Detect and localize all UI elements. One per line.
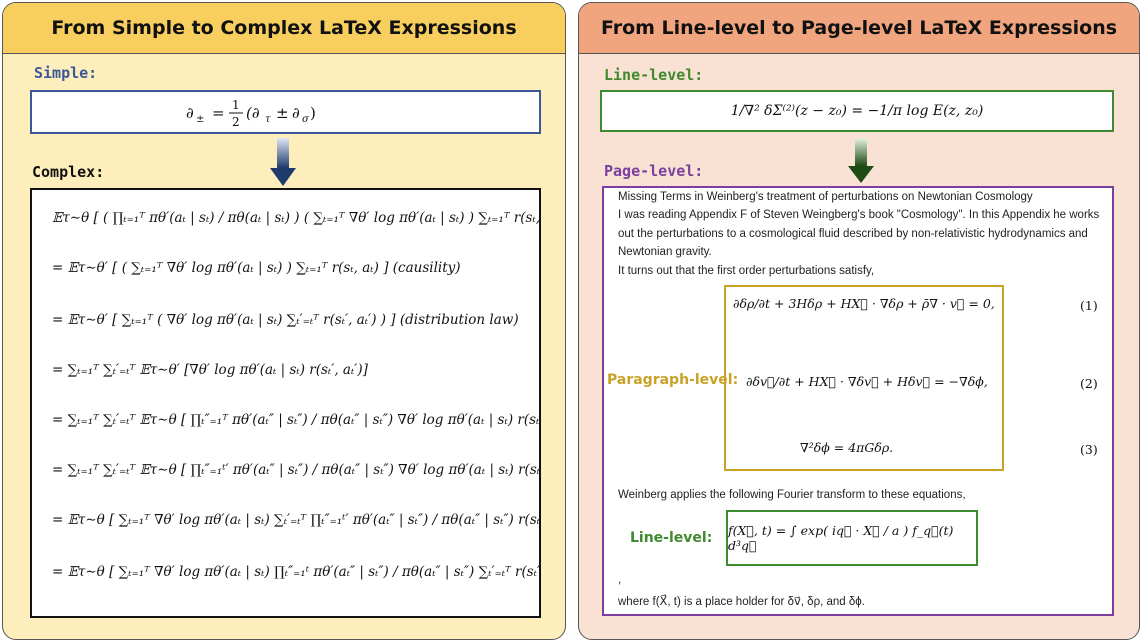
svg-text:∂: ∂ [292, 104, 300, 122]
svg-text:): ) [310, 104, 316, 122]
fourier-formula: f(X⃗, t) = ∫ exp( iq⃗ · X⃗ / a ) f_q⃗(t)… [728, 523, 954, 553]
complex-line-6: = ∑ₜ₌₁ᵀ ∑ₜ′₌ₜᵀ 𝔼τ∼θ [ ∏ₜ″₌₁ᵗ′ πθ′(aₜ″ | … [52, 462, 541, 478]
left-panel-title: From Simple to Complex LaTeX Expressions [3, 3, 565, 54]
page-heading: Missing Terms in Weinberg's treatment of… [618, 191, 1033, 203]
svg-text:τ: τ [265, 114, 271, 125]
simple-label: Simple: [34, 64, 98, 82]
svg-text:(∂: (∂ [246, 104, 260, 122]
svg-text:2: 2 [232, 115, 240, 129]
simple-formula-box: ∂ ± = 1 2 (∂ τ ± ∂ σ ) [30, 90, 541, 134]
fourier-formula-box: f(X⃗, t) = ∫ exp( iq⃗ · X⃗ / a ) f_q⃗(t)… [726, 510, 978, 566]
complex-line-7: = 𝔼τ∼θ [ ∑ₜ₌₁ᵀ ∇θ′ log πθ′(aₜ | sₜ) ∑ₜ′₌… [52, 512, 541, 528]
complex-line-5: = ∑ₜ₌₁ᵀ ∑ₜ′₌ₜᵀ 𝔼τ∼θ [ ∏ₜ″₌₁ᵀ πθ′(aₜ″ | s… [52, 412, 541, 428]
complex-line-1: 𝔼τ∼θ [ ( ∏ₜ₌₁ᵀ πθ′(aₜ | sₜ) / πθ(aₜ | sₜ… [52, 210, 541, 226]
paragraph-level-label: Paragraph-level: [607, 372, 739, 388]
complex-formula-box: 𝔼τ∼θ [ ( ∏ₜ₌₁ᵀ πθ′(aₜ | sₜ) / πθ(aₜ | sₜ… [30, 188, 541, 618]
equation-3-number: (3) [1080, 442, 1098, 457]
line-level-label: Line-level: [604, 66, 704, 84]
right-panel-title: From Line-level to Page-level LaTeX Expr… [579, 3, 1139, 54]
page-level-label: Page-level: [604, 162, 704, 180]
down-arrow-icon [848, 138, 874, 183]
down-arrow-icon [270, 138, 296, 186]
complex-line-2: = 𝔼τ∼θ′ [ ( ∑ₜ₌₁ᵀ ∇θ′ log πθ′(aₜ | sₜ) )… [52, 260, 461, 276]
svg-text:∂: ∂ [186, 104, 194, 122]
complex-label: Complex: [32, 163, 105, 181]
page-paragraph-line: out the perturbations to a cosmological … [618, 228, 1088, 240]
page-comma: , [618, 574, 622, 586]
complex-line-8: = 𝔼τ∼θ [ ∑ₜ₌₁ᵀ ∇θ′ log πθ′(aₜ | sₜ) ∏ₜ″₌… [52, 564, 541, 580]
line-level-formula: 1/∇² δΣ⁽²⁾(z − z₀) = −1/π log E(z, z₀) [730, 103, 984, 119]
paragraph-level-box [724, 285, 1004, 471]
equation-1-number: (1) [1080, 298, 1098, 313]
complex-line-3: = 𝔼τ∼θ′ [ ∑ₜ₌₁ᵀ ( ∇θ′ log πθ′(aₜ | sₜ) ∑… [52, 312, 519, 328]
svg-text:±: ± [196, 114, 204, 125]
svg-text:1: 1 [232, 98, 240, 112]
equation-3: ∇²δϕ = 4πGδρ. [800, 440, 894, 455]
svg-text:σ: σ [302, 114, 310, 125]
page-paragraph-line: Newtonian gravity. [618, 246, 712, 258]
svg-text:±: ± [276, 104, 289, 122]
page-paragraph-line: I was reading Appendix F of Steven Weing… [618, 209, 1100, 221]
page-paragraph-line: where f(X⃗, t) is a place holder for δv⃗… [618, 596, 865, 608]
simple-formula: ∂ ± = 1 2 (∂ τ ± ∂ σ ) [186, 98, 316, 129]
line-level-formula-box: 1/∇² δΣ⁽²⁾(z − z₀) = −1/π log E(z, z₀) [600, 90, 1114, 132]
equation-2: ∂δv⃗/∂t + HX⃗ · ∇δv⃗ + Hδv⃗ = −∇δϕ, [746, 374, 988, 389]
svg-text:=: = [212, 104, 225, 122]
complex-line-4: = ∑ₜ₌₁ᵀ ∑ₜ′₌ₜᵀ 𝔼τ∼θ′ [∇θ′ log πθ′(aₜ | s… [52, 362, 368, 378]
equation-1: ∂δρ/∂t + 3Hδρ + HX⃗ · ∇δρ + ρ̄∇ · v⃗ = 0… [733, 296, 995, 311]
page-paragraph-line: Weinberg applies the following Fourier t… [618, 489, 966, 501]
page-paragraph-line: It turns out that the first order pertur… [618, 265, 875, 277]
line-level-label-2: Line-level: [630, 530, 713, 546]
equation-2-number: (2) [1080, 376, 1098, 391]
